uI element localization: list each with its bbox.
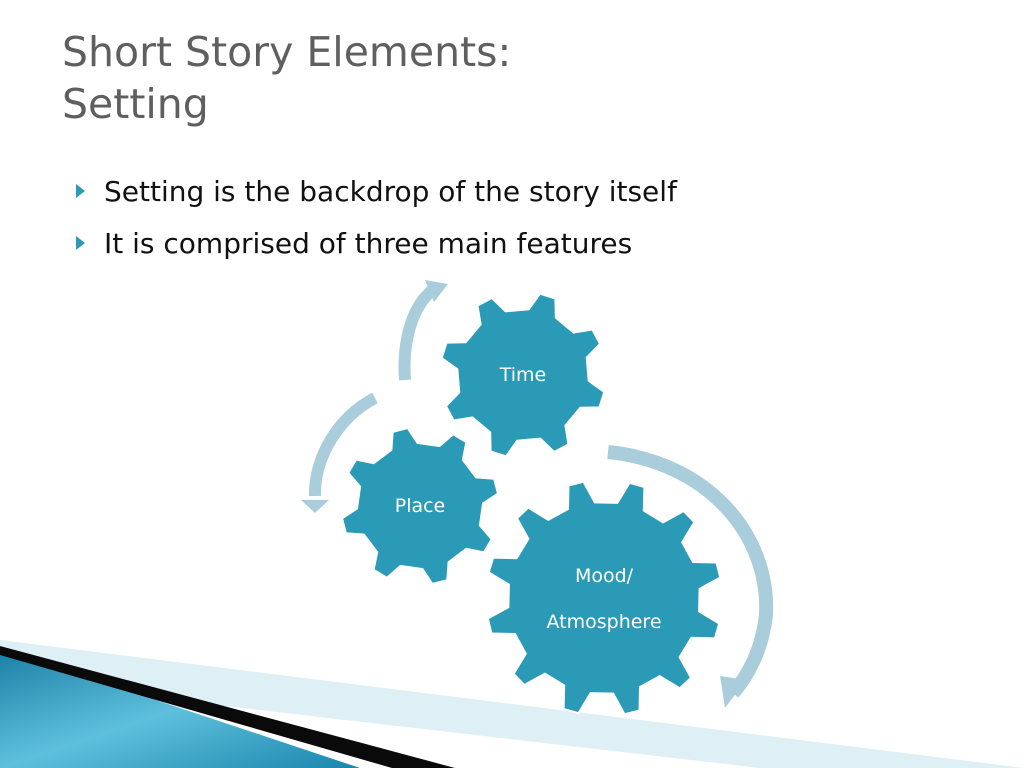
triangle-right-icon <box>76 236 85 250</box>
bullet-item: It is comprised of three main features <box>76 218 677 270</box>
bullet-text: Setting is the backdrop of the story its… <box>104 175 677 208</box>
gear-mood: Mood/ Atmosphere <box>486 480 722 716</box>
bullet-item: Setting is the backdrop of the story its… <box>76 166 677 218</box>
arrowhead-icon <box>301 500 329 513</box>
curved-arrow-icon <box>607 445 774 698</box>
gear-label: Time <box>499 364 547 386</box>
title-line: Short Story Elements: <box>62 28 512 76</box>
gear-icon <box>340 426 500 586</box>
footer-dark-band <box>0 646 455 768</box>
bullet-text: It is comprised of three main features <box>104 227 633 260</box>
gear-label: Place <box>395 495 446 517</box>
arrowhead-icon <box>425 280 448 302</box>
triangle-right-icon <box>76 184 85 198</box>
gear-time: Time <box>440 292 606 458</box>
gear-place: Place <box>340 426 500 586</box>
title-line: Setting <box>62 80 209 128</box>
arrowhead-icon <box>720 676 746 708</box>
curved-arrow-icon <box>398 285 437 381</box>
bullet-list: Setting is the backdrop of the story its… <box>76 166 677 270</box>
slide-title: Short Story Elements: Setting <box>62 26 511 130</box>
gear-icon <box>486 480 722 716</box>
curved-arrow-icon <box>308 392 378 497</box>
gear-label: Atmosphere <box>546 611 661 633</box>
gear-icon <box>440 292 606 458</box>
gear-label: Mood/ <box>575 565 634 587</box>
footer-light-band <box>0 640 1024 768</box>
